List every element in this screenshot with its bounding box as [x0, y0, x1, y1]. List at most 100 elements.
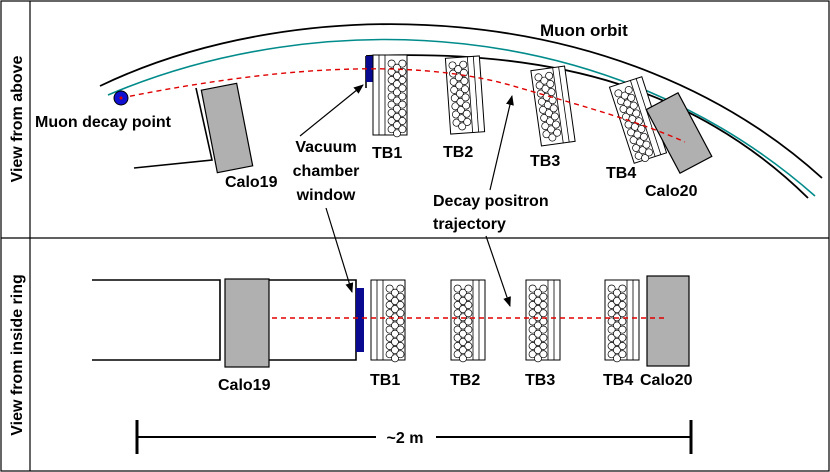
straw-tube: [607, 284, 616, 293]
straw-tube: [618, 342, 627, 350]
tb3-bottom-label: TB3: [525, 372, 555, 389]
straw-tube: [552, 120, 560, 129]
straw-tube: [398, 117, 407, 125]
muon-decay-point-core: [119, 96, 123, 100]
straw-tube: [391, 288, 399, 297]
straw-tube: [528, 301, 537, 309]
straw-tube: [539, 317, 548, 326]
straw-tube: [453, 317, 462, 326]
muon-orbit-line: [107, 38, 816, 197]
straw-tube: [618, 333, 627, 342]
straw-tube: [459, 288, 467, 297]
straw-tube: [534, 329, 542, 338]
vacuum-window-bottom: [356, 288, 364, 352]
straw-tube: [453, 301, 462, 309]
straw-tube: [396, 301, 405, 309]
tb3-bottom-straws: [528, 284, 548, 363]
positron-trajectory-top: [120, 68, 686, 143]
straw-tube: [528, 350, 537, 359]
straw-tube: [642, 140, 651, 149]
straw-tube: [385, 301, 394, 309]
vacuum-window-label-line3: window: [296, 187, 356, 204]
straw-tube: [398, 92, 407, 101]
calo20-top: [645, 91, 713, 175]
straw-tube: [453, 284, 462, 293]
straw-tube: [636, 138, 644, 147]
straw-tube: [453, 309, 462, 318]
calo19-top: [200, 82, 254, 174]
straw-tube: [528, 333, 537, 342]
straw-tube: [637, 125, 646, 133]
straw-tube: [453, 325, 462, 334]
calo20-bottom-label: Calo20: [640, 372, 693, 389]
scale-bar: [135, 420, 693, 454]
straw-tube: [632, 109, 641, 118]
straw-tube: [534, 346, 542, 355]
straw-tube: [607, 309, 616, 318]
straw-tube: [456, 97, 465, 106]
straw-tube: [618, 317, 627, 326]
tracker-tb2-top: [444, 55, 486, 135]
straw-tube: [528, 309, 537, 318]
tb4-top-straws: [614, 86, 653, 162]
straw-tube: [393, 88, 401, 97]
vacuum-chamber-left-wall: [133, 87, 213, 169]
straw-tube: [613, 354, 621, 363]
straw-tube: [535, 81, 544, 90]
straw-tube: [547, 125, 556, 134]
straw-tube: [607, 325, 616, 334]
straw-tube: [398, 59, 407, 68]
straw-tube: [607, 317, 616, 326]
straw-tube: [451, 110, 460, 119]
straw-tube: [396, 284, 405, 293]
straw-tube: [385, 350, 394, 359]
straw-tube: [391, 354, 399, 363]
straw-tube: [396, 333, 405, 342]
straw-tube: [464, 350, 473, 359]
straw-tube: [457, 114, 466, 123]
vacuum-window-label-line2: chamber: [293, 163, 360, 180]
straw-tube: [455, 89, 464, 98]
straw-tube: [613, 337, 621, 346]
straw-tube: [448, 61, 457, 70]
vacuum-window-arrow-top: [299, 84, 364, 137]
straw-tube: [546, 117, 555, 126]
tracker-tb1-top: [372, 54, 408, 138]
straw-tube: [462, 109, 471, 118]
straw-tube: [387, 84, 396, 93]
straw-tube: [540, 113, 549, 122]
top-panel: Muon orbit Muon decay point Calo19 Calo2…: [35, 21, 823, 233]
straw-tube: [550, 112, 559, 121]
positron-trajectory-arrow-bottom: [485, 235, 511, 307]
straw-tube: [391, 346, 399, 355]
straw-tube: [539, 105, 547, 114]
straw-tube: [396, 292, 405, 301]
straw-tube: [385, 333, 394, 342]
straw-tube: [528, 284, 537, 293]
straw-tube: [539, 350, 548, 359]
straw-tube: [463, 117, 472, 126]
straw-tube: [618, 309, 627, 318]
straw-tube: [613, 296, 621, 305]
straw-tube: [633, 130, 642, 139]
straw-tube: [385, 284, 394, 293]
straw-tube: [629, 136, 638, 145]
straw-tube: [644, 148, 653, 157]
straw-tube: [398, 125, 407, 134]
straw-tube: [450, 94, 459, 103]
straw-tube: [459, 346, 467, 355]
calo20-bottom: [646, 275, 690, 367]
straw-tube: [396, 325, 405, 334]
straw-tube: [632, 143, 641, 152]
straw-tube: [623, 99, 632, 108]
straw-tube: [534, 337, 542, 346]
straw-tube: [464, 292, 473, 301]
tracker-tb1-bottom: [370, 279, 406, 363]
straw-tube: [459, 321, 467, 330]
straw-tube: [616, 97, 625, 106]
straw-tube: [539, 333, 548, 342]
straw-tube: [537, 97, 546, 106]
straw-tube: [391, 321, 399, 330]
straw-tube: [534, 354, 542, 363]
straw-tube: [539, 309, 548, 318]
